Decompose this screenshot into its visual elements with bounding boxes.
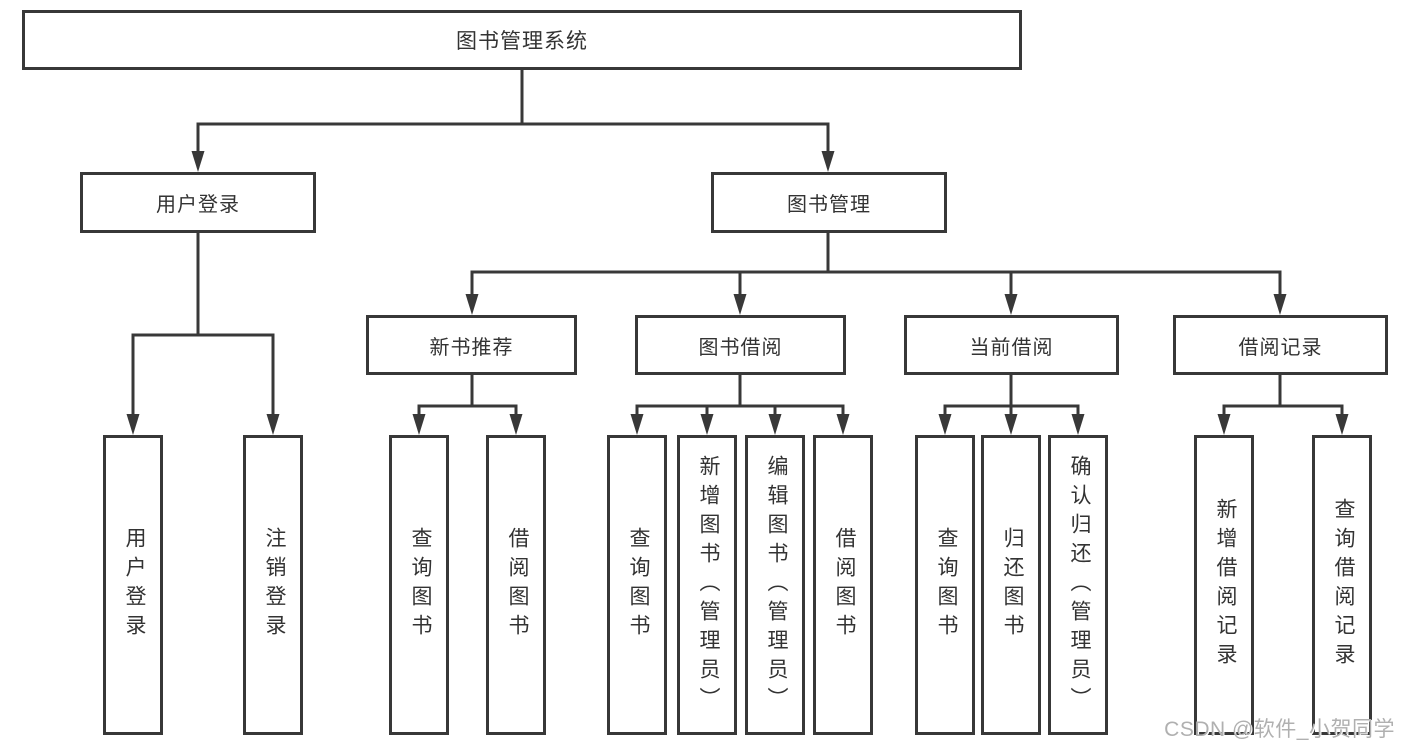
arrowhead-icon xyxy=(630,414,644,435)
leaf-query-books-1: 查询图书 xyxy=(389,435,449,735)
leaf-query-books-3: 查询图书 xyxy=(915,435,975,735)
node-new-book-recommend: 新书推荐 xyxy=(366,315,577,375)
node-root-title: 图书管理系统 xyxy=(22,10,1022,70)
leaf-edit-books-admin: 编辑图书（管理员） xyxy=(745,435,805,735)
arrowhead-icon xyxy=(1335,414,1349,435)
leaf-user-login: 用户登录 xyxy=(103,435,163,735)
arrowhead-icon xyxy=(1071,414,1085,435)
arrowhead-icon xyxy=(1004,414,1018,435)
arrowhead-icon xyxy=(821,151,835,172)
leaf-add-borrow-record: 新增借阅记录 xyxy=(1194,435,1254,735)
arrowhead-icon xyxy=(1273,294,1287,315)
arrowhead-icon xyxy=(700,414,714,435)
leaf-borrow-books-1: 借阅图书 xyxy=(486,435,546,735)
leaf-query-borrow-record: 查询借阅记录 xyxy=(1312,435,1372,735)
arrowhead-icon xyxy=(126,414,140,435)
leaf-logout: 注销登录 xyxy=(243,435,303,735)
leaf-return-books: 归还图书 xyxy=(981,435,1041,735)
arrowhead-icon xyxy=(1004,294,1018,315)
arrowhead-icon xyxy=(412,414,426,435)
node-borrowing-records: 借阅记录 xyxy=(1173,315,1388,375)
arrowhead-icon xyxy=(465,294,479,315)
watermark: CSDN @软件_小贺同学 xyxy=(1164,718,1395,741)
leaf-query-books-2: 查询图书 xyxy=(607,435,667,735)
arrowhead-icon xyxy=(768,414,782,435)
leaf-confirm-return-admin: 确认归还（管理员） xyxy=(1048,435,1108,735)
arrowhead-icon xyxy=(509,414,523,435)
arrowhead-icon xyxy=(191,151,205,172)
leaf-borrow-books-2: 借阅图书 xyxy=(813,435,873,735)
arrowhead-icon xyxy=(266,414,280,435)
node-book-borrowing: 图书借阅 xyxy=(635,315,846,375)
arrowhead-icon xyxy=(733,294,747,315)
leaf-add-books-admin: 新增图书（管理员） xyxy=(677,435,737,735)
node-book-management: 图书管理 xyxy=(711,172,947,233)
arrowhead-icon xyxy=(1217,414,1231,435)
node-current-borrowing: 当前借阅 xyxy=(904,315,1119,375)
arrowhead-icon xyxy=(938,414,952,435)
arrowhead-icon xyxy=(836,414,850,435)
node-user-login: 用户登录 xyxy=(80,172,316,233)
